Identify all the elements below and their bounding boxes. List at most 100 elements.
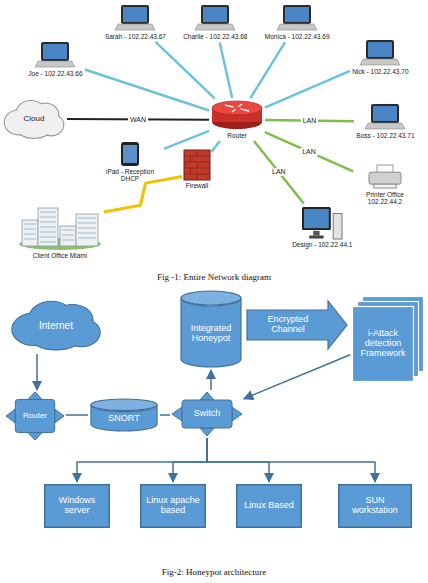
- node-label: Cloud: [24, 115, 45, 124]
- window-row: [24, 239, 36, 240]
- printer-node: Printer Office 102.22.44.2: [355, 165, 415, 206]
- firewall-node: Firewall: [184, 150, 210, 189]
- node-label: Encrypted Channel: [250, 315, 326, 335]
- office-node: Client Office Miami: [18, 204, 102, 259]
- lan-cable: [220, 42, 232, 98]
- buildings-icon: [18, 204, 102, 250]
- laptop-icon: [360, 40, 400, 66]
- laptop-base: [35, 61, 75, 67]
- laptop-display: [203, 7, 227, 22]
- desktop-node: Design - 102.22.44.1: [292, 205, 353, 248]
- node-label: Client Office Miami: [33, 252, 87, 259]
- window-row: [62, 240, 74, 241]
- lan-link: [265, 132, 353, 171]
- cloud-fill: [29, 320, 83, 349]
- monitor-stand: [314, 231, 320, 236]
- window-row: [78, 223, 96, 224]
- server-box: Windows server: [44, 484, 110, 528]
- window-row: [40, 227, 56, 228]
- laptop-node: Charlie - 102.22.43.68: [183, 5, 248, 40]
- lan-cable: [211, 141, 220, 152]
- monitor-screen: [304, 209, 329, 228]
- node-label: Joe - 102.22.43.66: [28, 70, 82, 77]
- cross-body: [182, 400, 232, 428]
- node-label: Linux apache based: [144, 496, 202, 516]
- node-label: Linux Based: [244, 501, 294, 511]
- channel-arrow: Encrypted Channel: [246, 300, 348, 350]
- framework-docs: i-Attack detection Framework: [352, 296, 424, 382]
- router-top: [212, 101, 262, 115]
- laptop-base: [115, 24, 155, 30]
- window-row: [78, 233, 96, 234]
- node-label: Charlie - 102.22.43.68: [183, 33, 247, 40]
- desktop-icon: [302, 205, 342, 239]
- laptop-screen: [366, 40, 394, 59]
- laptop-display: [123, 7, 147, 22]
- window-row: [40, 222, 56, 223]
- router-arrow: [241, 109, 249, 111]
- tablet-body: [121, 142, 139, 166]
- arrow-tip: [6, 409, 15, 423]
- node-label: SNORT: [108, 414, 139, 424]
- box-shape: [237, 485, 302, 528]
- lan-link: [254, 141, 304, 203]
- laptop-node: Boss - 102.22.43.71: [356, 104, 415, 139]
- laptop-screen: [283, 5, 311, 24]
- cylinder-top: [91, 399, 157, 411]
- arrow-tip: [28, 392, 42, 399]
- laptop-screen: [121, 5, 149, 24]
- node-label: Firewall: [186, 182, 208, 189]
- node-label: Boss - 102.22.43.71: [356, 132, 414, 139]
- router-icon: [211, 100, 263, 130]
- cloud-node: Cloud: [3, 98, 65, 140]
- box-shape: [45, 485, 110, 528]
- laptop-base: [195, 24, 235, 30]
- flow-arrow: [210, 370, 212, 390]
- firewall-icon: [184, 150, 210, 180]
- lan-cable: [250, 42, 285, 98]
- arrow-shape: [247, 301, 347, 349]
- edge-label: WAN: [128, 116, 148, 124]
- node-label: Sarah - 102.22.43.67: [105, 33, 166, 40]
- arrow-tip: [200, 428, 214, 436]
- laptop-base: [360, 59, 400, 65]
- flow-arrow: [207, 438, 269, 482]
- arrow-tip: [232, 407, 242, 421]
- window-row: [24, 229, 36, 230]
- arrow-tip: [55, 409, 64, 423]
- window-row: [40, 237, 56, 238]
- edge-label: LAN: [300, 148, 318, 156]
- laptop-display: [285, 7, 309, 22]
- building: [76, 214, 98, 246]
- figure-caption: Fig-2: Honeypot architecture: [0, 567, 428, 577]
- flow-arrow: [207, 438, 375, 482]
- window-row: [62, 230, 74, 231]
- router-shape: Router: [6, 392, 64, 440]
- window-row: [78, 228, 96, 229]
- window-row: [62, 235, 74, 236]
- laptop-base: [277, 24, 317, 30]
- cross-body: [15, 399, 54, 432]
- brick-line: [197, 162, 198, 168]
- window-row: [24, 234, 36, 235]
- laptop-display: [43, 44, 67, 59]
- laptop-screen: [201, 5, 229, 24]
- window-row: [40, 217, 56, 218]
- lan-cable: [155, 42, 214, 99]
- node-label: Printer Office 102.22.44.2: [355, 191, 415, 206]
- monitor-foot: [310, 236, 324, 239]
- window-row: [78, 218, 96, 219]
- router-arrow: [239, 104, 243, 107]
- window-row: [78, 238, 96, 239]
- honeypot-cylinder: Integrated Honeypot: [180, 290, 242, 368]
- brick-line: [190, 156, 191, 162]
- flow-line: [160, 414, 170, 416]
- window-row: [40, 212, 56, 213]
- brick-line: [197, 150, 198, 156]
- node-label: iPad - Reception DHCP: [98, 168, 162, 183]
- printer-icon: [369, 165, 401, 189]
- box-shape: [339, 485, 412, 528]
- tablet-screen: [123, 145, 137, 163]
- firewall-wall: [184, 150, 210, 180]
